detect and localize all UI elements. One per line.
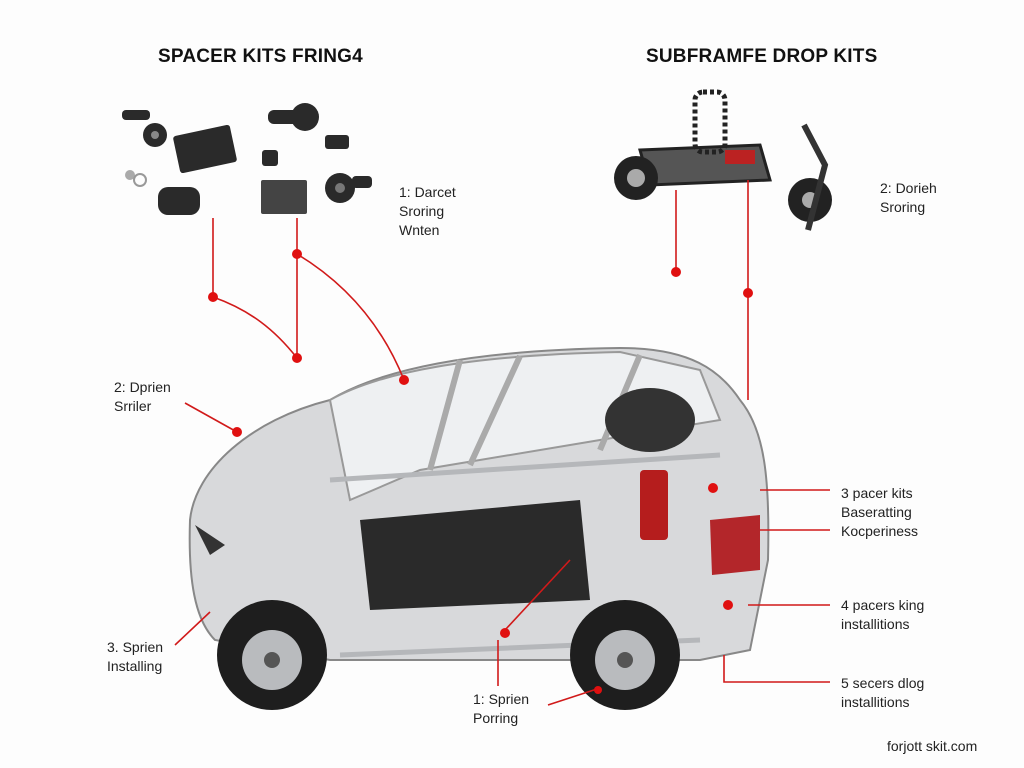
label-line: 1: Darcet	[399, 184, 456, 200]
watermark: forjott skit.com	[887, 738, 978, 754]
label-line: 1: Sprien	[473, 691, 530, 707]
spacer-kit-parts	[122, 103, 372, 215]
label-line: installitions	[841, 616, 910, 632]
label-line: Baseratting	[841, 504, 912, 520]
label-line: installitions	[841, 694, 910, 710]
label-4-right: 4 pacers king installitions	[841, 596, 924, 634]
label-2-top-right: 2: Dorieh Sroring	[880, 179, 937, 217]
label-3-right: 3 pacer kits Baseratting Kocperiness	[841, 484, 918, 541]
label-5-right: 5 secers dlog installitions	[841, 674, 924, 712]
label-line: 5 secers dlog	[841, 675, 925, 691]
label-line: Wnten	[399, 222, 440, 238]
label-2-left: 2: Dprien Srriler	[114, 378, 171, 416]
label-1-top-left: 1: Darcet Sroring Wnten	[399, 183, 456, 240]
label-line: Porring	[473, 710, 519, 726]
label-line: 3. Sprien	[107, 639, 164, 655]
car-body	[188, 346, 770, 661]
label-line: 2: Dprien	[114, 379, 171, 395]
label-line: Sroring	[399, 203, 445, 219]
title-subframe-drop-kits: SUBFRAMFE DROP KITS	[646, 46, 878, 67]
leader-dots	[208, 249, 753, 694]
wheels	[217, 600, 680, 710]
label-line: Srriler	[114, 398, 152, 414]
subframe-kit-parts	[614, 89, 832, 231]
label-3-left: 3. Sprien Installing	[107, 638, 163, 676]
label-line: 2: Dorieh	[880, 180, 937, 196]
label-line: 4 pacers king	[841, 597, 925, 613]
title-spacer-kits: SPACER KITS FRING4	[158, 46, 363, 67]
label-1-bottom: 1: Sprien Porring	[473, 690, 529, 728]
label-line: Kocperiness	[841, 523, 919, 539]
label-line: 3 pacer kits	[841, 485, 913, 501]
label-line: Sroring	[880, 199, 926, 215]
label-line: Installing	[107, 658, 163, 674]
